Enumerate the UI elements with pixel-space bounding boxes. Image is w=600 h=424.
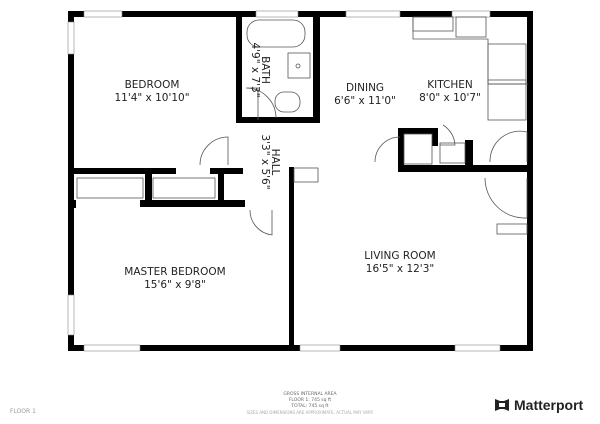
dining-name: DINING [346, 82, 384, 94]
master-size: 15'6" x 9'8" [144, 279, 206, 291]
door-pantry [440, 124, 456, 146]
door-bedroom [199, 136, 229, 166]
floor-area: FLOOR 1: 745 sq ft [288, 398, 332, 403]
fridge [487, 79, 527, 121]
sink [287, 52, 311, 79]
kitchen-name: KITCHEN [427, 79, 473, 91]
hall-size: 3'3" x 5'6" [259, 134, 271, 189]
door-living [484, 177, 528, 219]
matterport-brand: Matterport [494, 397, 583, 413]
kitchen-size: 8'0" x 10'7" [419, 92, 481, 104]
kitchen-sink [455, 16, 487, 38]
living-name: LIVING ROOM [364, 250, 435, 262]
total-area: TOTAL: 745 sq ft [291, 404, 329, 409]
door-closet [374, 136, 401, 163]
dining-size: 6'6" x 11'0" [334, 95, 396, 107]
toilet [274, 91, 301, 113]
bath-name: BATH [259, 56, 271, 84]
stove [487, 43, 527, 85]
fixtures [76, 16, 528, 236]
bathtub [246, 19, 306, 48]
counter [412, 16, 454, 32]
walls [68, 11, 533, 351]
brand-name: Matterport [514, 397, 584, 413]
hall-name: HALL [269, 149, 281, 176]
door-master [249, 209, 273, 236]
door-kitchen [489, 130, 528, 163]
bedroom-size: 11'4" x 10'10" [114, 92, 189, 104]
bath-size: 4'9" x 7'3" [249, 42, 261, 97]
disclaimer: SIZES AND DIMENSIONS ARE APPROXIMATE, AC… [246, 410, 374, 415]
bedroom-name: BEDROOM [125, 79, 180, 91]
windows [67, 10, 501, 352]
matterport-logo-icon [495, 399, 509, 411]
gross-area-title: GROSS INTERNAL AREA [283, 392, 337, 397]
floor-label: FLOOR 1 [10, 408, 36, 415]
living-size: 16'5" x 12'3" [366, 263, 434, 275]
master-name: MASTER BEDROOM [124, 266, 225, 278]
room-labels: BEDROOM 11'4" x 10'10" BATH 4'9" x 7'3" … [114, 42, 480, 291]
